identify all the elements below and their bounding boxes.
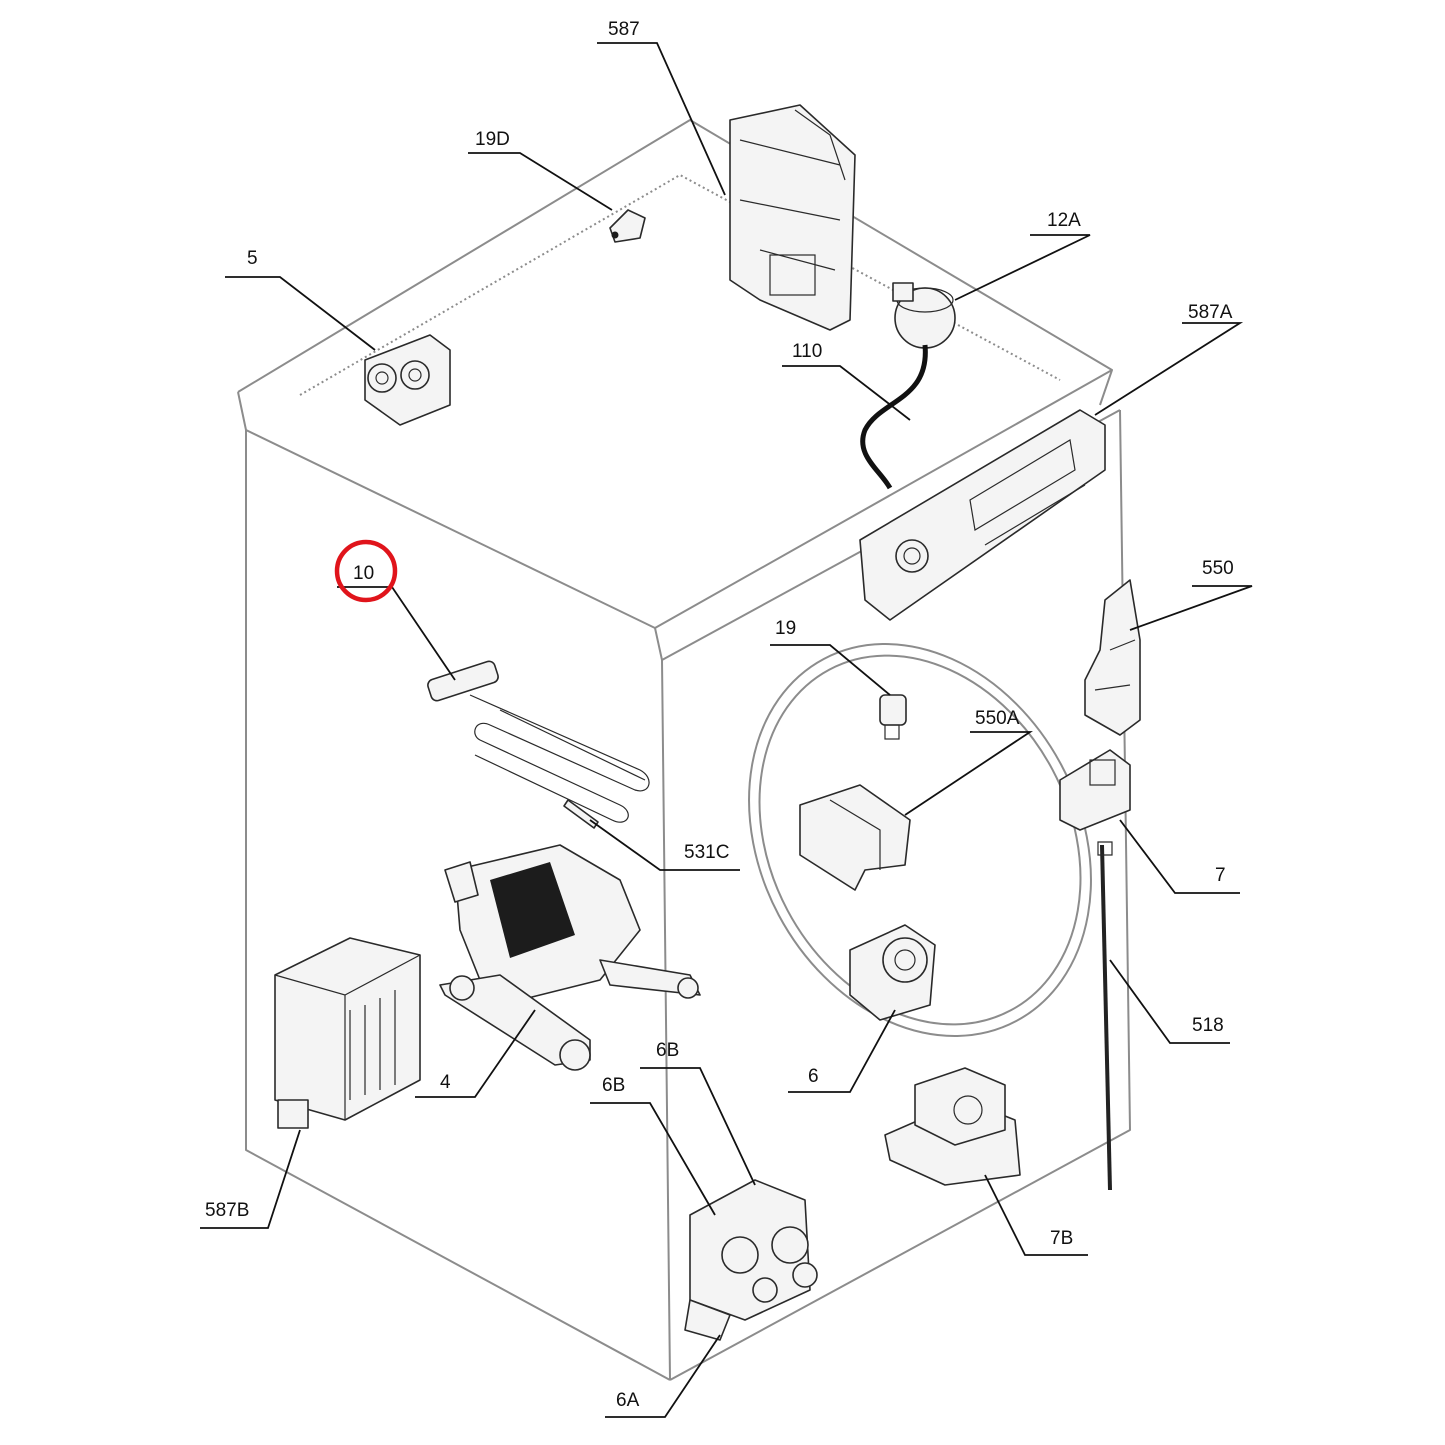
washing-machine-cabinet [237, 119, 1131, 1381]
callout-518[interactable]: 518 [1192, 1015, 1224, 1036]
pressure-switch-part[interactable] [892, 282, 956, 349]
callout-6b-lower[interactable]: 6B [602, 1075, 625, 1096]
rod-part[interactable] [1097, 841, 1113, 1191]
drain-valves-part[interactable] [684, 1179, 818, 1341]
leader-lines [200, 42, 1253, 1418]
callout-6[interactable]: 6 [808, 1066, 819, 1087]
motor-part[interactable] [439, 844, 701, 1071]
callout-4[interactable]: 4 [440, 1072, 451, 1093]
callout-550[interactable]: 550 [1202, 558, 1234, 579]
door-lock-part[interactable] [1059, 749, 1131, 831]
drain-pump-part[interactable] [849, 924, 936, 1021]
callout-7b[interactable]: 7B [1050, 1228, 1073, 1249]
motor-control-module-part[interactable] [274, 937, 421, 1129]
callout-587a[interactable]: 587A [1188, 302, 1233, 323]
callout-587b[interactable]: 587B [205, 1200, 249, 1221]
callout-550a[interactable]: 550A [975, 708, 1020, 729]
inlet-valve-part[interactable] [364, 334, 451, 426]
sensor-19-part[interactable] [879, 694, 907, 740]
heating-element-part[interactable] [426, 660, 650, 823]
callout-110[interactable]: 110 [792, 341, 822, 362]
display-board-part[interactable] [859, 409, 1106, 621]
screw-part[interactable] [563, 799, 599, 829]
door-hinge-part[interactable] [1084, 579, 1141, 736]
callout-6b-upper[interactable]: 6B [656, 1040, 679, 1061]
highlight-circle [334, 539, 398, 603]
pressure-hose-part[interactable] [860, 344, 928, 490]
callout-19[interactable]: 19 [775, 618, 796, 639]
clip-19d-part[interactable] [609, 209, 646, 243]
callout-12a[interactable]: 12A [1047, 210, 1081, 231]
callout-5[interactable]: 5 [247, 248, 258, 269]
callout-6a[interactable]: 6A [616, 1390, 640, 1411]
callout-19d[interactable]: 19D [475, 129, 510, 150]
main-control-board-part[interactable] [729, 104, 856, 331]
callout-10[interactable]: 10 [353, 563, 374, 584]
callout-7[interactable]: 7 [1215, 865, 1226, 886]
callout-587[interactable]: 587 [608, 19, 640, 40]
water-distributor-part[interactable] [884, 1067, 1021, 1186]
door-cover-part[interactable] [799, 784, 911, 891]
callout-labels: 587 19D 12A 5 587A 110 10 550 19 550A 53… [205, 19, 1234, 1411]
callout-531c[interactable]: 531C [684, 842, 729, 863]
